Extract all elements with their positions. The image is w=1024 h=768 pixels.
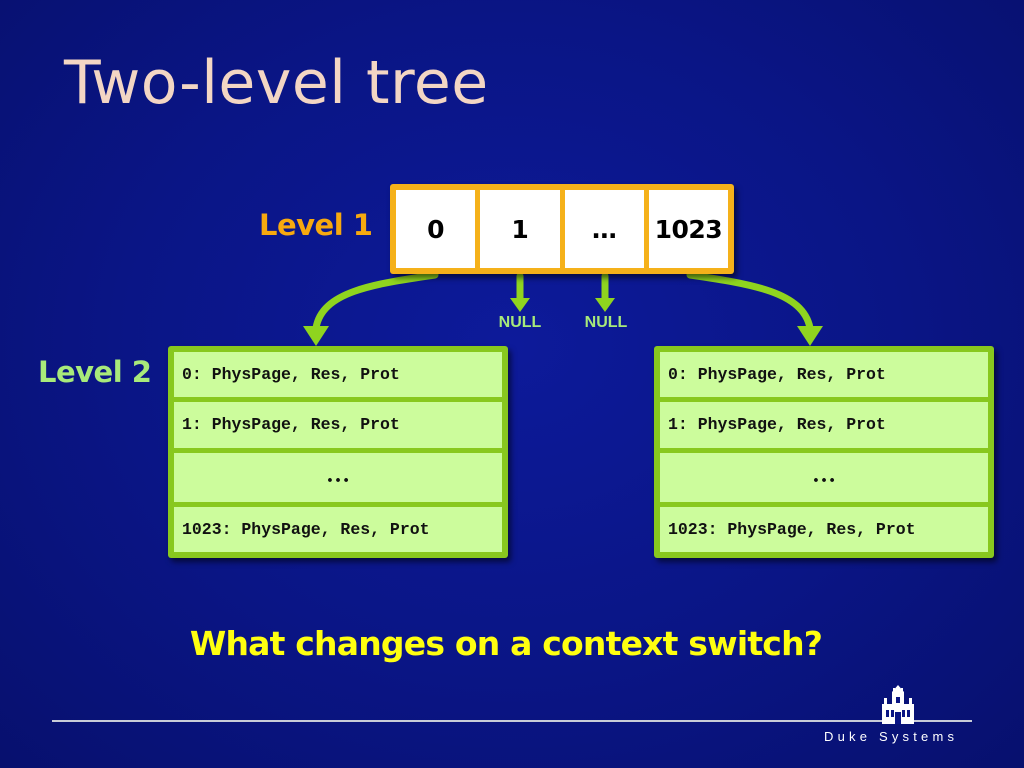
footer-brand: Duke Systems	[824, 729, 959, 744]
level1-cell: 1023	[648, 190, 728, 268]
arrowhead-right	[797, 326, 823, 346]
table-row: 1: PhysPage, Res, Prot	[660, 402, 988, 448]
level1-array: 0 1 … 1023	[390, 184, 734, 274]
level2-table-right: 0: PhysPage, Res, Prot 1: PhysPage, Res,…	[654, 346, 994, 558]
table-row: 1023: PhysPage, Res, Prot	[174, 506, 502, 552]
table-row-ellipsis: …	[660, 452, 988, 502]
table-row: 0: PhysPage, Res, Prot	[660, 352, 988, 398]
level1-cell: 0	[396, 190, 476, 268]
level1-cell: 1	[480, 190, 560, 268]
arrow-to-right-table	[686, 271, 814, 332]
arrow-to-left-table	[312, 271, 439, 332]
table-row: 1023: PhysPage, Res, Prot	[660, 506, 988, 552]
table-row: 0: PhysPage, Res, Prot	[174, 352, 502, 398]
level2-label: Level 2	[38, 355, 152, 389]
null-label: NULL	[584, 314, 628, 331]
table-row: 1: PhysPage, Res, Prot	[174, 402, 502, 448]
level2-table-left: 0: PhysPage, Res, Prot 1: PhysPage, Res,…	[168, 346, 508, 558]
slide-title: Two-level tree	[64, 48, 489, 118]
footer-divider	[52, 720, 972, 722]
duke-chapel-icon	[882, 685, 914, 724]
level1-label: Level 1	[259, 208, 373, 242]
question-text: What changes on a context switch?	[189, 624, 823, 663]
arrowhead-null-1	[510, 298, 530, 312]
level1-cell: …	[564, 190, 644, 268]
null-label: NULL	[498, 314, 542, 331]
arrowhead-null-2	[595, 298, 615, 312]
table-row-ellipsis: …	[174, 452, 502, 502]
arrowhead-left	[303, 326, 329, 346]
